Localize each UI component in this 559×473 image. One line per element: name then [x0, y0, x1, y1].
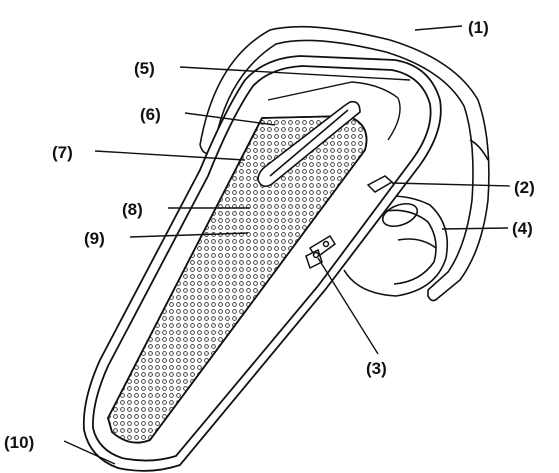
callout-10: (10) [4, 433, 34, 452]
callout-2: (2) [514, 178, 535, 197]
callout-5: (5) [134, 59, 155, 78]
callout-1: (1) [468, 18, 489, 37]
callout-7: (7) [52, 143, 73, 162]
callout-4: (4) [512, 219, 533, 238]
callout-9: (9) [84, 229, 105, 248]
callout-3: (3) [366, 359, 387, 378]
callout-6: (6) [140, 105, 161, 124]
callout-8: (8) [122, 200, 143, 219]
